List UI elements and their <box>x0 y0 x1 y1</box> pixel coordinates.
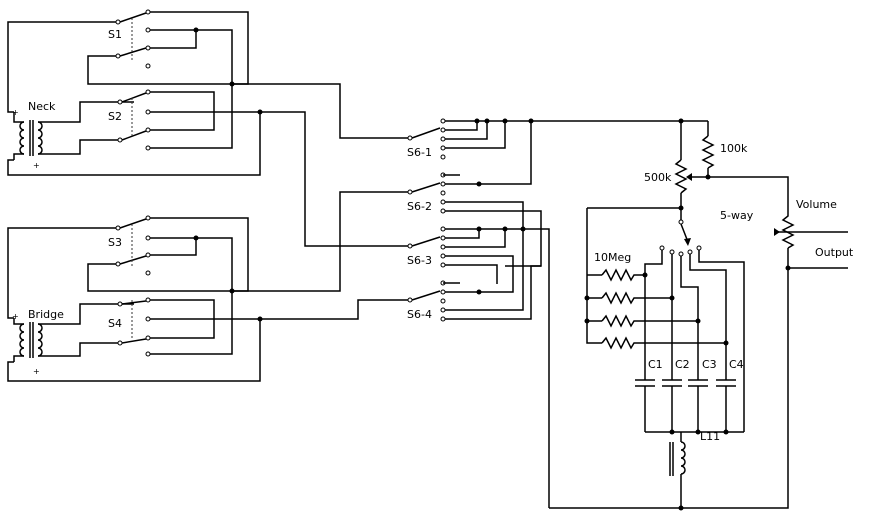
neck-plus-top: + <box>12 108 19 117</box>
bridge-pickup: + + Bridge <box>12 303 134 376</box>
switch-s1-s2: S1 S2 <box>7 9 410 247</box>
inductor-l11 <box>669 432 686 508</box>
r-10meg-label: 10Meg <box>594 251 631 264</box>
neck-pickup: + + Neck <box>12 100 134 170</box>
output-label: Output <box>815 246 854 259</box>
neck-plus-bottom: + <box>33 161 40 170</box>
switch-s3-s4: S3 S4 <box>7 191 410 382</box>
s4-label: S4 <box>108 317 122 330</box>
s6-1-label: S6-1 <box>407 146 432 159</box>
resistor-10meg-4 <box>601 336 726 350</box>
resistor-10meg-3 <box>601 314 698 328</box>
c3-label: C3 <box>702 358 717 371</box>
capacitor-c3 <box>688 379 708 432</box>
capacitor-c1 <box>635 379 655 432</box>
r-100k-label: 100k <box>720 142 748 155</box>
s6-2-label: S6-2 <box>407 200 432 213</box>
c1-label: C1 <box>648 358 663 371</box>
s6-4-label: S6-4 <box>407 308 432 321</box>
s3-label: S3 <box>108 236 122 249</box>
capacitor-c2 <box>662 379 682 432</box>
inductor-label: L11 <box>700 430 720 443</box>
bridge-plus-bottom: + <box>33 367 40 376</box>
pot-500k-label: 500k <box>644 171 672 184</box>
five-way-label: 5-way <box>720 209 754 222</box>
tone-network: 100k 500k 5-way <box>528 118 854 511</box>
c2-label: C2 <box>675 358 690 371</box>
volume-label: Volume <box>796 198 837 211</box>
s1-label: S1 <box>108 28 122 41</box>
resistor-10meg-1 <box>601 268 645 282</box>
s2-label: S2 <box>108 110 122 123</box>
neck-label: Neck <box>28 100 56 113</box>
bridge-plus-top: + <box>12 312 19 321</box>
resistor-10meg-2 <box>601 291 670 305</box>
bridge-label: Bridge <box>28 308 64 321</box>
capacitor-c4 <box>716 379 736 432</box>
switch-s6: S6-1 S6-2 S6-3 <box>407 118 550 508</box>
volume-pot <box>774 208 848 271</box>
s6-3-label: S6-3 <box>407 254 432 267</box>
c4-label: C4 <box>729 358 744 371</box>
